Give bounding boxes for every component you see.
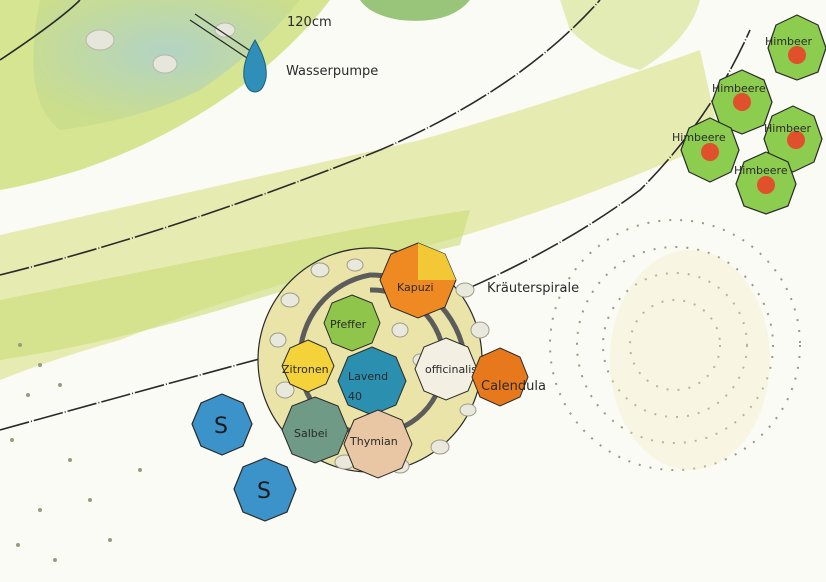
s-marker: S xyxy=(191,393,253,456)
raspberry-label: Himbeere xyxy=(712,82,766,95)
calendula-label: Calendula xyxy=(481,379,546,394)
lawn-patch xyxy=(560,0,700,70)
thymian-plant xyxy=(343,409,413,479)
s-marker-label: S xyxy=(214,414,228,439)
raspberry-bush: Himbeere xyxy=(711,69,773,135)
border-line xyxy=(0,0,81,61)
pfeffer-plant xyxy=(323,294,381,352)
herb-spiral-label: Kräuterspirale xyxy=(487,281,579,296)
calendula-plant xyxy=(471,347,529,407)
dotted-circles xyxy=(549,219,801,471)
officinalis-plant xyxy=(414,337,478,401)
water-drop-icon xyxy=(243,39,267,93)
pipe-line xyxy=(194,13,256,55)
measurement-label: 120cm xyxy=(287,15,332,30)
stone xyxy=(214,22,236,38)
raspberry-bushes: Himbeer Himbeere Himbeere Himbeer Himbee… xyxy=(672,14,826,215)
raspberry-bush: Himbeere xyxy=(672,117,740,183)
zitronen-label: Zitronen xyxy=(282,363,329,376)
salbei-plant xyxy=(281,396,349,464)
stone xyxy=(85,29,115,51)
lavendel-label: Lavend xyxy=(348,370,388,383)
pipe-line xyxy=(189,19,251,61)
s-marker: S xyxy=(233,457,297,522)
raspberry-bush: Himbeere xyxy=(734,151,797,215)
kapuzi-label: Kapuzi xyxy=(397,281,434,294)
stone xyxy=(152,54,178,74)
s-marker-label: S xyxy=(257,479,271,504)
raspberry-label: Himbeere xyxy=(734,164,788,177)
scattered-dots xyxy=(10,343,142,562)
lavendel-size: 40 xyxy=(348,390,362,403)
herb-spiral: Kapuzi Pfeffer Zitronen Lavend 40 offici… xyxy=(257,242,579,479)
bed-shade xyxy=(610,250,770,470)
raspberry-bush: Himbeer xyxy=(765,14,826,81)
lawn-band-shade xyxy=(0,210,470,360)
raspberry-label: Himbeer xyxy=(765,35,813,48)
border-line xyxy=(0,0,601,276)
salbei-label: Salbei xyxy=(294,427,328,440)
raspberry-label: Himbeer xyxy=(764,122,812,135)
shrub-patch xyxy=(360,0,470,21)
thymian-label: Thymian xyxy=(349,435,398,448)
water-pump-label: Wasserpumpe xyxy=(286,64,378,79)
raspberry-bush: Himbeer xyxy=(763,105,823,173)
kapuzi-highlight xyxy=(418,243,456,280)
pfeffer-label: Pfeffer xyxy=(330,318,367,331)
zitronen-plant xyxy=(281,339,335,393)
officinalis-label: officinalis xyxy=(425,363,477,376)
raspberry-label: Himbeere xyxy=(672,131,726,144)
